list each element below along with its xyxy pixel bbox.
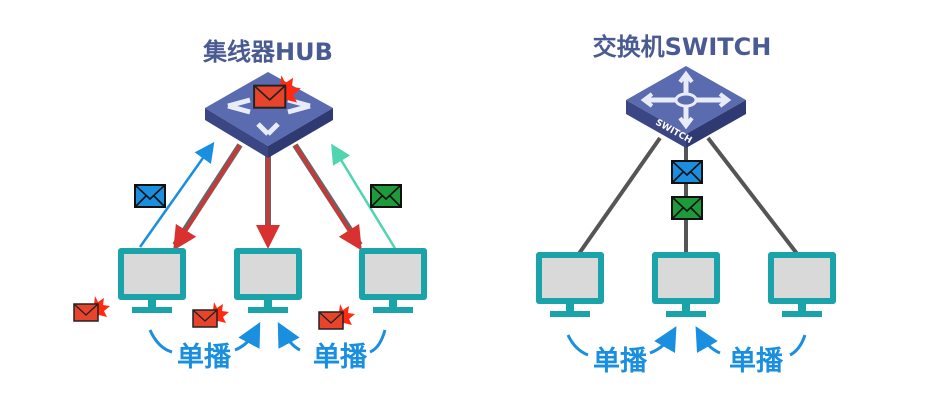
red-collision-envelope-icon xyxy=(192,301,230,328)
pc-monitor-icon xyxy=(234,248,302,313)
unicast-label: 单播 xyxy=(729,346,784,377)
unicast-label: 单播 xyxy=(593,346,648,377)
switch-panel: 交换机SWITCH SWITCH 单播 单播 xyxy=(536,33,836,377)
upload-arrow-green xyxy=(331,143,398,251)
pc-monitor-icon xyxy=(536,252,604,317)
hub-panel: 集线器HUB 单播 单播 xyxy=(73,38,427,373)
blue-envelope-icon xyxy=(134,184,166,208)
unicast-label: 单播 xyxy=(177,342,232,373)
red-collision-envelope-icon xyxy=(318,303,356,330)
unicast-label: 单播 xyxy=(313,342,368,373)
pc-monitor-icon xyxy=(652,252,720,317)
switch-title: 交换机SWITCH xyxy=(593,33,772,61)
pc-monitor-icon xyxy=(359,248,427,313)
blue-envelope-icon xyxy=(671,160,703,184)
switch-device-icon: SWITCH xyxy=(626,66,746,148)
curve-left xyxy=(148,329,173,354)
pc-monitor-icon xyxy=(768,252,836,317)
hub-title: 集线器HUB xyxy=(202,38,333,66)
upload-arrow-blue xyxy=(138,141,215,248)
green-envelope-icon xyxy=(370,184,402,208)
green-envelope-icon xyxy=(671,196,703,220)
hub-device-icon xyxy=(205,72,333,158)
red-collision-envelope-icon xyxy=(73,295,111,322)
hub-links xyxy=(138,141,398,251)
pc-monitor-icon xyxy=(118,248,186,313)
